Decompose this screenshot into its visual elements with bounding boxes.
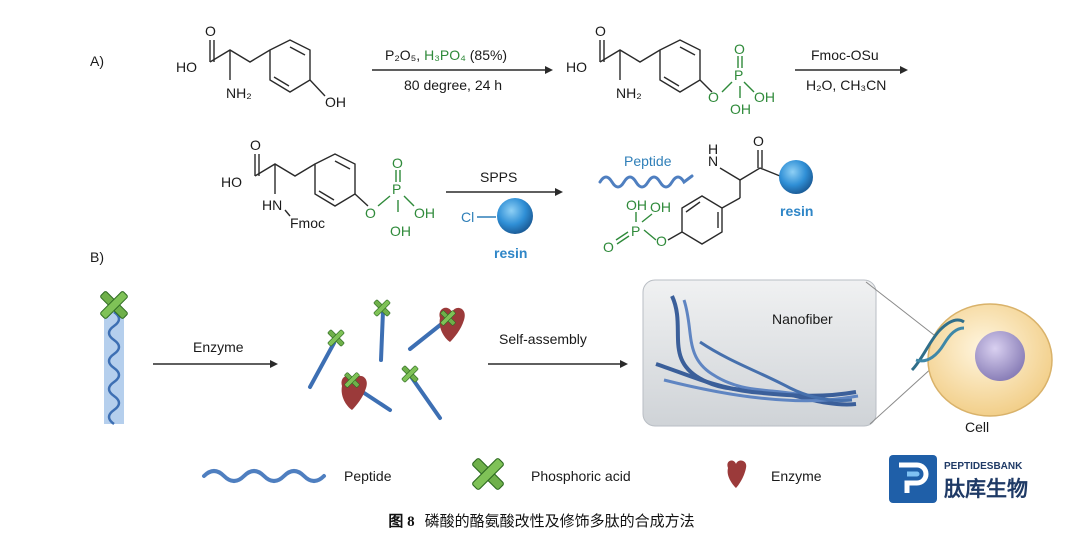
- legend-phosphoric-acid: Phosphoric acid: [531, 468, 631, 484]
- label-p: P: [631, 223, 640, 239]
- cell-illustration: Cell: [910, 303, 1053, 435]
- label-cl: Cl: [461, 209, 474, 225]
- label-o: O: [205, 23, 216, 39]
- label-p: P: [392, 181, 401, 197]
- label-h: H: [708, 141, 718, 157]
- label-o-green: O: [365, 205, 376, 221]
- legend: Peptide Phosphoric acid Enzyme: [202, 457, 822, 491]
- label-peptide: Peptide: [624, 153, 672, 169]
- label-o: O: [595, 23, 606, 39]
- arrow-enzyme: Enzyme: [153, 339, 278, 368]
- label-nh2: NH₂: [616, 85, 642, 101]
- fmoc-phosphotyrosine-structure: O HO HN Fmoc O P O OH OH: [221, 137, 435, 239]
- cleaved-fragments: [308, 299, 465, 420]
- nanofiber-panel: Nanofiber: [642, 279, 877, 427]
- legend-peptide-icon: [202, 469, 326, 483]
- resin-bead: [497, 198, 533, 234]
- reaction-arrow-2: Fmoc-OSu H₂O, CH₃CN: [795, 47, 908, 93]
- arrow-self-assembly-label: Self-assembly: [499, 331, 587, 347]
- label-oh-green: OH: [414, 205, 435, 221]
- arrow-self-assembly: Self-assembly: [488, 331, 628, 368]
- reaction-arrow-3: SPPS Cl resin: [446, 169, 563, 261]
- arrow2-condition: H₂O, CH₃CN: [806, 77, 886, 93]
- figure-caption: 图 8 磷酸的酪氨酸改性及修饰多肽的合成方法: [0, 510, 1083, 531]
- label-oh-green: OH: [390, 223, 411, 239]
- panel-a-label: A): [90, 53, 104, 69]
- nanofiber-label: Nanofiber: [772, 311, 833, 327]
- label-nh2: NH₂: [226, 85, 252, 101]
- caption-text: 磷酸的酪氨酸改性及修饰多肽的合成方法: [424, 514, 695, 530]
- peptidesbank-logo: PEPTIDESBANK 肽库生物: [889, 455, 1028, 503]
- phosphate-cross-icon: [327, 329, 345, 347]
- phosphotyrosine-structure: O HO NH₂ O P O OH OH: [566, 23, 775, 117]
- label-oh-green: OH: [626, 197, 647, 213]
- label-oh-green: OH: [754, 89, 775, 105]
- legend-enzyme-icon: [727, 460, 747, 488]
- label-p: P: [734, 67, 743, 83]
- label-fmoc: Fmoc: [290, 215, 325, 231]
- label-ho: HO: [566, 59, 587, 75]
- arrow1-condition: 80 degree, 24 h: [404, 77, 502, 93]
- arrow2-reagent: Fmoc-OSu: [811, 47, 879, 63]
- label-oh-green: OH: [650, 199, 671, 215]
- label-ho: HO: [176, 59, 197, 75]
- label-o-green: O: [656, 233, 667, 249]
- resin-bead: [779, 160, 813, 194]
- label-oh-green: OH: [730, 101, 751, 117]
- logo-line1: PEPTIDESBANK: [944, 461, 1023, 472]
- panel-b-label: B): [90, 249, 104, 265]
- label-n: N: [708, 153, 718, 169]
- label-o-green: O: [392, 155, 403, 171]
- legend-peptide: Peptide: [344, 468, 392, 484]
- label-o-green: O: [708, 89, 719, 105]
- legend-phosphoric-acid-icon: [471, 457, 505, 491]
- reaction-arrow-1: P₂O₅, H₃PO₄ (85%) 80 degree, 24 h: [372, 47, 553, 93]
- tyrosine-structure: O HO NH₂ OH: [176, 23, 346, 110]
- peptide-resin-structure: Peptide N H O resin O P O OH OH: [598, 133, 813, 255]
- label-o-green: O: [603, 239, 614, 255]
- label-hn: HN: [262, 197, 282, 213]
- legend-enzyme: Enzyme: [771, 468, 822, 484]
- arrow3-reagent: SPPS: [480, 169, 517, 185]
- cell-label: Cell: [965, 419, 989, 435]
- label-oh: OH: [325, 94, 346, 110]
- label-ho: HO: [221, 174, 242, 190]
- caption-number: 图 8: [388, 514, 415, 530]
- logo-line2: 肽库生物: [944, 477, 1028, 501]
- nucleus: [975, 331, 1025, 381]
- phosphate-cross-icon: [401, 365, 419, 383]
- label-resin: resin: [494, 245, 527, 261]
- label-resin: resin: [780, 203, 813, 219]
- label-o: O: [250, 137, 261, 153]
- label-o: O: [753, 133, 764, 149]
- arrow-enzyme-label: Enzyme: [193, 339, 244, 355]
- peptide-wave: [598, 174, 694, 189]
- peptide-monomer: [99, 290, 129, 426]
- label-o-green: O: [734, 41, 745, 57]
- arrow1-reagent: P₂O₅, H₃PO₄ (85%): [385, 47, 507, 63]
